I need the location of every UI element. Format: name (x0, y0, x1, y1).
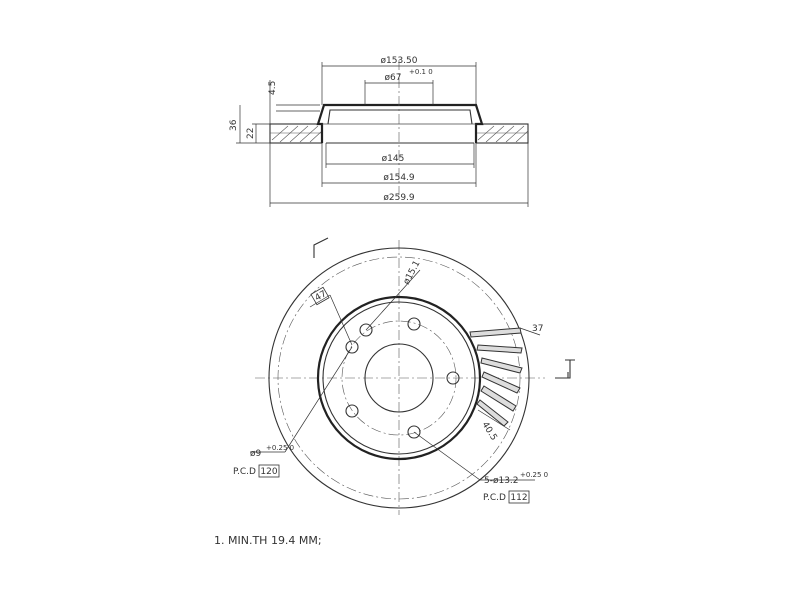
front-view: ø15.1 47 37 40.5 ø9 +0.25 0 P.C.D 120 5-… (233, 237, 575, 515)
pcd-small-box (258, 464, 280, 478)
dim-total-height: 36 (229, 119, 239, 131)
bolt-hole (345, 340, 359, 354)
pcd-small-label: P.C.D (233, 467, 256, 477)
dim-vane: 37 (532, 324, 543, 334)
disc-outer-edge (268, 247, 530, 509)
left-flange (269, 123, 323, 144)
dim-bore: ø67 (385, 73, 402, 83)
hat-profile (316, 103, 484, 143)
bolt-hole (446, 371, 460, 385)
dim-hat-base: ø154.9 (383, 173, 415, 183)
section-arrow-top (313, 237, 329, 258)
section-arrow-right (555, 359, 575, 379)
cooling-vanes (469, 327, 523, 427)
pcd-circle (341, 320, 457, 436)
right-flange (475, 123, 529, 144)
dim-holes-large: 5-ø13.2 (484, 476, 519, 486)
hat-inner-ring (322, 301, 476, 455)
dim-outer: ø259.9 (383, 193, 415, 203)
hat-inner-profile (327, 109, 473, 125)
bolt-hole (345, 404, 359, 418)
dim-holes-large-tol: +0.25 0 (520, 471, 548, 479)
dim-hole-small-tol: +0.25 0 (266, 444, 294, 452)
dim-inner: ø145 (382, 154, 405, 164)
dim-hole-small: ø9 (250, 449, 262, 459)
dim-pilot: ø15.1 (402, 259, 423, 286)
right-flange-hatch (476, 125, 529, 143)
dim-bore-tol: +0.1 0 (409, 68, 433, 76)
dim-angle: 47 (314, 289, 329, 303)
dim-outer-hat: ø153.50 (381, 56, 418, 66)
dim-hat-height: 4.5 (268, 81, 278, 95)
dim-vane-width: 40.5 (479, 420, 498, 442)
pcd-large-label: P.C.D (483, 493, 506, 503)
bolt-hole (359, 323, 373, 337)
pcd-large-value: 112 (510, 493, 527, 503)
bolt-holes (345, 317, 460, 439)
center-bore (364, 343, 434, 413)
note-min-thickness: 1. MIN.TH 19.4 MM; (214, 534, 322, 547)
disc-wear-ring (277, 256, 521, 500)
bolt-hole (407, 317, 421, 331)
pcd-large-box (508, 490, 530, 504)
hat-outer-ring (316, 295, 482, 461)
dim-disc-thickness: 22 (246, 128, 256, 139)
bolt-hole (407, 425, 421, 439)
left-flange-hatch (270, 125, 323, 143)
pcd-small-value: 120 (260, 467, 277, 477)
side-section-view: ø153.50 ø67 +0.1 0 4.5 36 22 ø145 ø154.9… (229, 56, 529, 207)
